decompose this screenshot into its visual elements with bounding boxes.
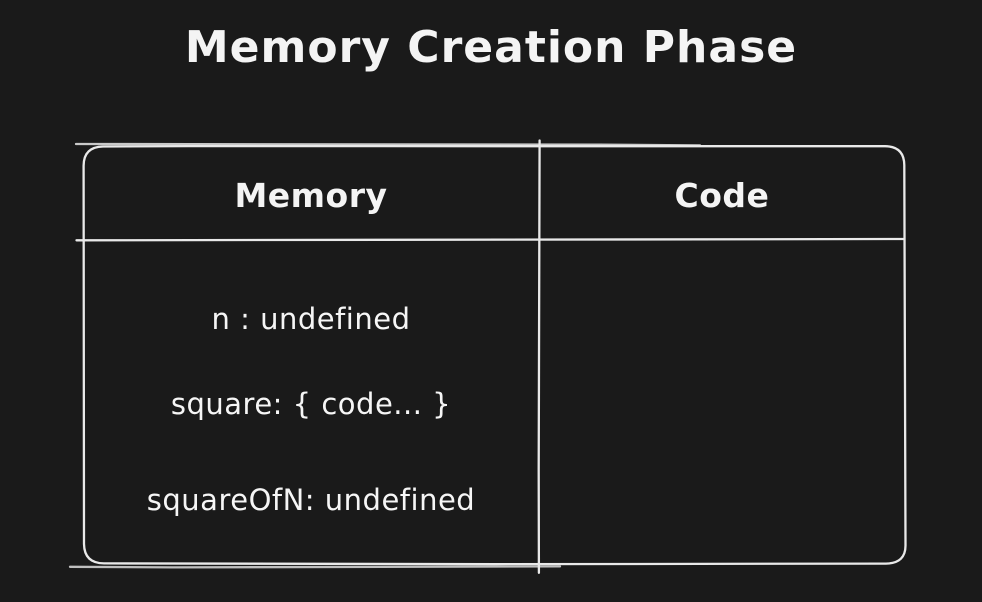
memory-entry-square: square: { code... }	[170, 387, 452, 421]
column-header-memory: Memory	[234, 176, 388, 215]
table-border-overlap-top	[74, 142, 702, 147]
diagram-title: Memory Creation Phase	[184, 22, 798, 73]
header-divider	[75, 237, 905, 242]
column-divider	[537, 139, 541, 574]
table-border	[82, 144, 907, 566]
memory-entry-squareofn: squareOfN: undefined	[146, 483, 476, 517]
table-border-overlap-bottom	[68, 565, 562, 569]
column-header-code: Code	[674, 176, 770, 215]
memory-entry-n: n : undefined	[211, 302, 411, 336]
